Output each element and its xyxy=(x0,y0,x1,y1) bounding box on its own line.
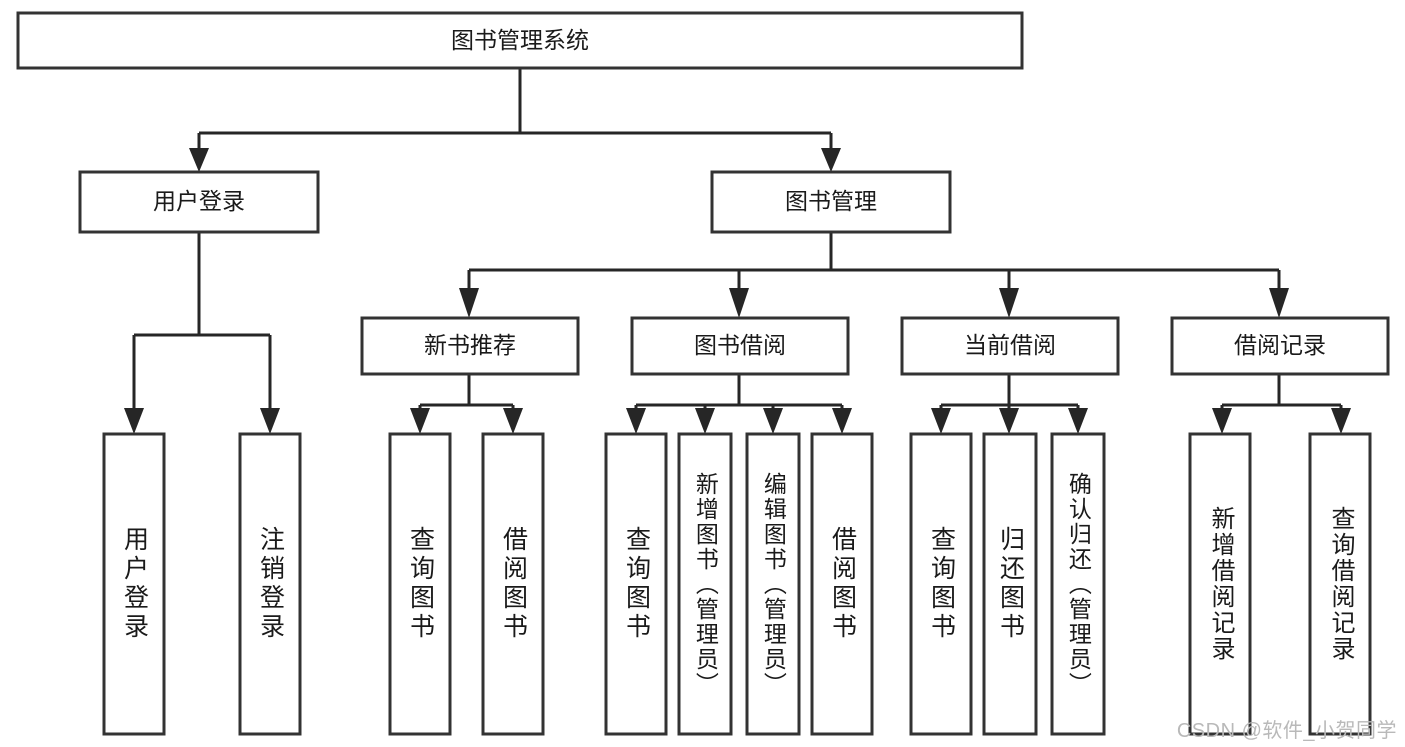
arrow-head-borrow-leaf-4 xyxy=(832,408,852,434)
arrow-head-borrow-leaf-2 xyxy=(695,408,715,434)
node-box-book-borrow[interactable] xyxy=(630,316,850,376)
node-box-borrow-records[interactable] xyxy=(1170,316,1390,376)
node-label-root: 图书管理系统 xyxy=(451,27,589,53)
arrow-head-login-leaf-2 xyxy=(260,408,280,434)
arrow-head-newbook-leaf-1 xyxy=(410,408,430,434)
arrow-head-current-leaf-3 xyxy=(1068,408,1088,434)
connector-group-login xyxy=(124,232,280,434)
arrow-head-records-leaf-1 xyxy=(1212,408,1232,434)
connector-group-newbook xyxy=(410,374,523,434)
node-box-new-book-recommend[interactable] xyxy=(360,316,580,376)
leaf-box-0[interactable] xyxy=(102,432,166,736)
arrow-head-borrow-leaf-3 xyxy=(763,408,783,434)
node-box-user-login[interactable] xyxy=(78,170,320,234)
connector-group-borrow xyxy=(626,374,852,434)
node-label-book-borrow: 图书借阅 xyxy=(694,332,786,358)
node-label-book-management: 图书管理 xyxy=(785,188,877,214)
leaf-box-8[interactable] xyxy=(909,432,973,736)
arrow-head-records-leaf-2 xyxy=(1331,408,1351,434)
node-label-new-book-recommend: 新书推荐 xyxy=(424,332,516,358)
arrow-head-borrow-leaf-1 xyxy=(626,408,646,434)
arrow-head-bookmgmt-child-2 xyxy=(729,288,749,318)
arrow-head-current-leaf-2 xyxy=(999,408,1019,434)
arrow-head-root-to-bookmgmt xyxy=(821,148,841,172)
node-box-root[interactable] xyxy=(16,11,1024,70)
watermark: CSDN @软件_小贺同学 xyxy=(1176,720,1397,742)
leaf-box-2[interactable] xyxy=(388,432,452,736)
leaf-box-3[interactable] xyxy=(481,432,545,736)
leaf-box-10[interactable] xyxy=(1050,432,1106,736)
node-box-current-borrow[interactable] xyxy=(900,316,1120,376)
node-label-current-borrow: 当前借阅 xyxy=(964,332,1056,358)
node-label-user-login: 用户登录 xyxy=(153,188,245,214)
leaf-box-12[interactable] xyxy=(1308,432,1372,736)
connector-group-records xyxy=(1212,374,1351,434)
arrow-head-bookmgmt-child-4 xyxy=(1269,288,1289,318)
connector-group-current xyxy=(931,374,1088,434)
node-box-book-management[interactable] xyxy=(710,170,952,234)
leaf-box-11[interactable] xyxy=(1188,432,1252,736)
node-label-borrow-records: 借阅记录 xyxy=(1234,332,1326,358)
leaf-box-6[interactable] xyxy=(745,432,801,736)
leaf-box-1[interactable] xyxy=(238,432,302,736)
leaf-box-9[interactable] xyxy=(982,432,1038,736)
connector-group-bookmgmt xyxy=(459,232,1289,318)
leaf-box-4[interactable] xyxy=(604,432,668,736)
connector-group-root xyxy=(189,68,841,172)
arrow-head-login-leaf-1 xyxy=(124,408,144,434)
leaf-box-7[interactable] xyxy=(810,432,874,736)
arrow-head-bookmgmt-child-3 xyxy=(999,288,1019,318)
arrow-head-current-leaf-1 xyxy=(931,408,951,434)
leaf-box-5[interactable] xyxy=(677,432,733,736)
arrow-head-newbook-leaf-2 xyxy=(503,408,523,434)
arrow-head-root-to-login xyxy=(189,148,209,172)
arrow-head-bookmgmt-child-1 xyxy=(459,288,479,318)
